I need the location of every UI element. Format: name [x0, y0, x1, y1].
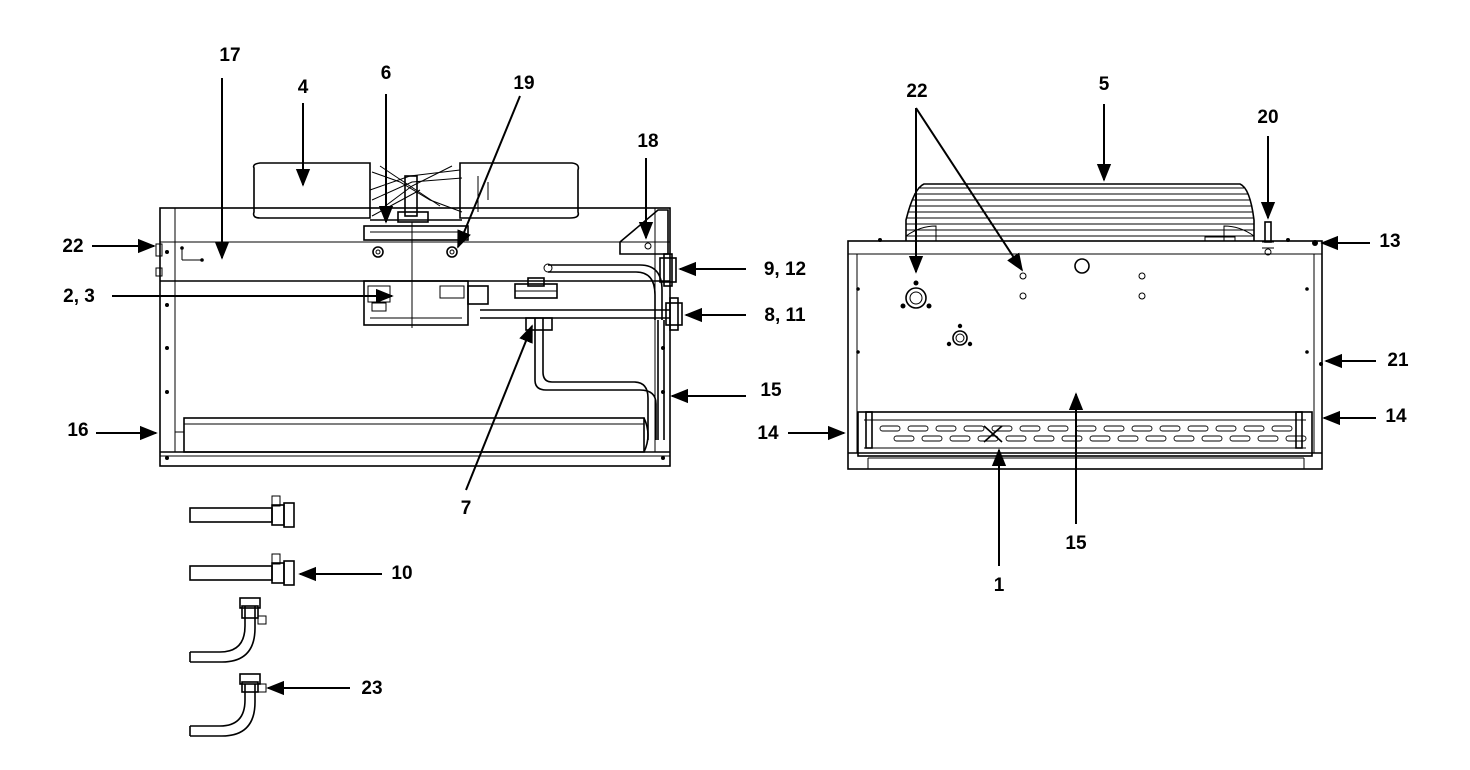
callout-23: 23 — [361, 678, 382, 699]
grille-slot — [1061, 435, 1083, 442]
grille-slot — [1019, 425, 1041, 432]
grille-slot — [1145, 435, 1167, 442]
grille-slot — [963, 425, 985, 432]
coil — [175, 417, 649, 453]
callout-10: 10 — [391, 563, 412, 584]
grille-slot — [1089, 435, 1111, 442]
callout-19: 19 — [513, 73, 534, 94]
callout-21: 21 — [1387, 350, 1409, 371]
callout-1: 1 — [994, 575, 1005, 596]
callout-22-left: 22 — [62, 236, 83, 257]
grille-slot — [1187, 425, 1209, 432]
callout-22-right: 22 — [906, 81, 927, 102]
motor-mount — [363, 222, 489, 328]
callout-17: 17 — [219, 45, 240, 66]
callout-14-left: 14 — [757, 423, 779, 444]
grille-slot — [935, 425, 957, 432]
panel-holes — [900, 258, 1146, 347]
side-view-unit — [155, 207, 671, 467]
callout-9-12: 9, 12 — [764, 259, 806, 280]
grille-slot — [1243, 425, 1265, 432]
callout-14-right: 14 — [1385, 406, 1407, 427]
leader-lines — [92, 78, 1376, 696]
bracket — [619, 209, 669, 255]
grille-slot — [1229, 435, 1251, 442]
fitting-elbow-1 — [189, 597, 267, 663]
grille-slot — [1257, 435, 1279, 442]
grille-slot — [1201, 435, 1223, 442]
fitting-straight-2 — [189, 553, 295, 586]
callout-20: 20 — [1257, 107, 1278, 128]
grille-slot — [1117, 435, 1139, 442]
return-grille — [857, 411, 1313, 457]
grille-slot — [879, 425, 901, 432]
grille-slot — [1131, 425, 1153, 432]
grille-slot — [1005, 435, 1027, 442]
callout-2-3: 2, 3 — [63, 286, 95, 307]
front-view-unit — [847, 238, 1323, 470]
callout-6: 6 — [381, 63, 392, 84]
callout-8-11: 8, 11 — [764, 305, 806, 326]
grille-slot — [1285, 435, 1307, 442]
grille-slot — [1033, 435, 1055, 442]
grille-slot — [907, 425, 929, 432]
callout-13: 13 — [1379, 231, 1400, 252]
grille-slot — [921, 435, 943, 442]
callout-18: 18 — [637, 131, 658, 152]
callout-15-left: 15 — [760, 380, 782, 401]
blower-fan — [252, 162, 580, 223]
piping — [480, 253, 683, 440]
grille-slot — [1103, 425, 1125, 432]
grille-slot — [1159, 425, 1181, 432]
grille-slot — [949, 435, 971, 442]
callout-7: 7 — [461, 498, 472, 519]
callout-5: 5 — [1099, 74, 1110, 95]
callout-4: 4 — [298, 77, 309, 98]
blower-housing — [905, 183, 1255, 242]
fitting-straight-1 — [189, 495, 295, 528]
screw — [1262, 221, 1274, 256]
callout-16: 16 — [67, 420, 88, 441]
fitting-elbow-2 — [189, 673, 267, 737]
callout-15-right: 15 — [1065, 533, 1087, 554]
grille-slot — [1271, 425, 1293, 432]
grille-slot — [1215, 425, 1237, 432]
grille-slot — [893, 435, 915, 442]
grille-slot — [1075, 425, 1097, 432]
grille-slot — [1047, 425, 1069, 432]
grille-slot — [1173, 435, 1195, 442]
